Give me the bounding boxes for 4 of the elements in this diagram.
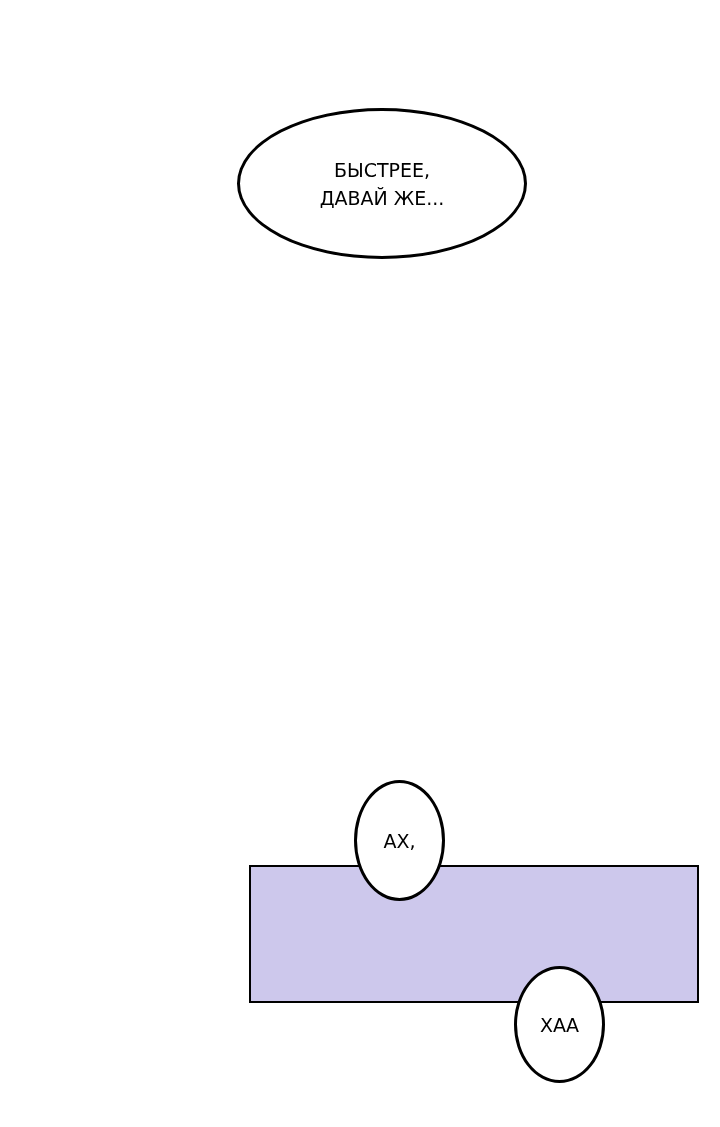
- comic-panel: [249, 865, 699, 1003]
- bubble-text: ХАА: [540, 1012, 579, 1038]
- bubble-text: БЫСТРЕЕ, ДАВАЙ ЖЕ...: [318, 157, 446, 211]
- bubble-text: АХ,: [383, 828, 416, 854]
